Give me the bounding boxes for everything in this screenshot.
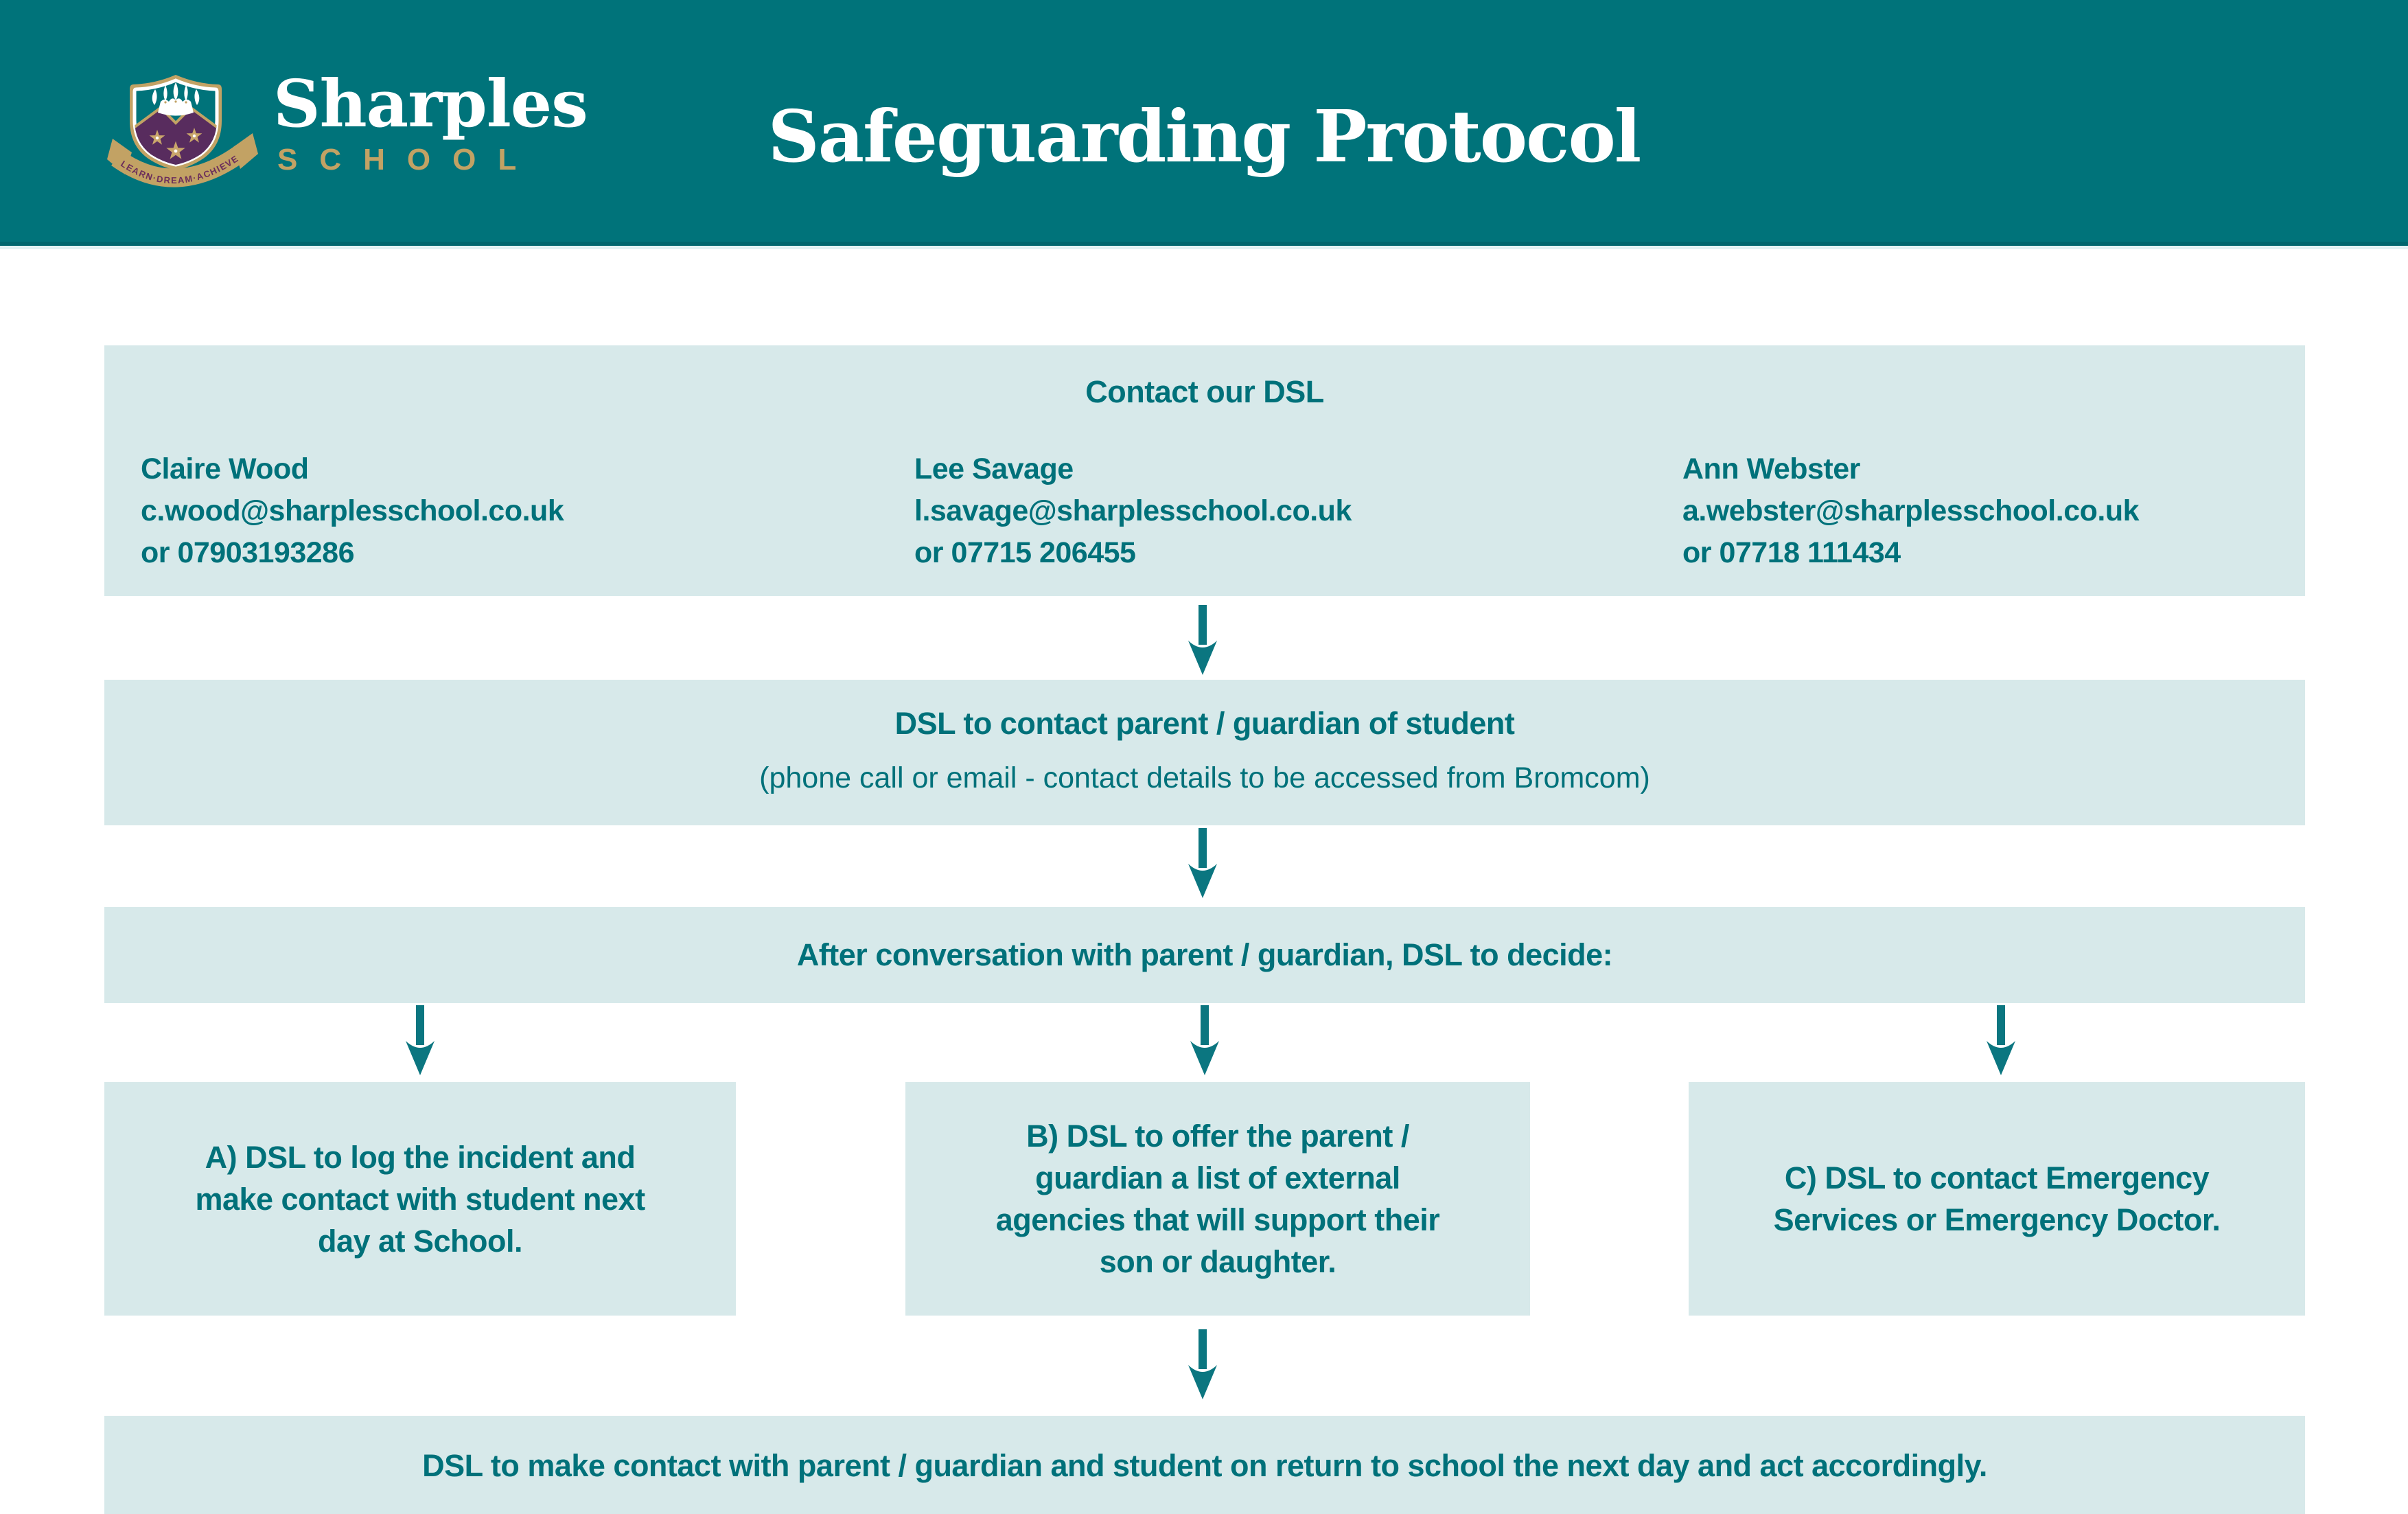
- down-arrow-icon: [1987, 1005, 2015, 1075]
- down-arrow-icon: [406, 1005, 435, 1075]
- star-icon: [186, 128, 202, 143]
- option-a-box: A) DSL to log the incident and make cont…: [104, 1082, 736, 1316]
- contact-email: a.webster@sharplesschool.co.uk: [1682, 494, 2140, 527]
- contact-parent-title: DSL to contact parent / guardian of stud…: [894, 706, 1515, 741]
- star-icon: [166, 141, 185, 159]
- school-name: Sharples: [273, 66, 588, 142]
- final-step-box: DSL to make contact with parent / guardi…: [104, 1416, 2305, 1514]
- contact-email: l.savage@sharplesschool.co.uk: [914, 494, 1352, 527]
- down-arrow-icon: [1188, 1329, 1217, 1399]
- option-c-text: C) DSL to contact Emergency Services or …: [1773, 1160, 2221, 1237]
- contact-card: Lee Savage l.savage@sharplesschool.co.uk…: [914, 448, 1601, 574]
- page-title: Safeguarding Protocol: [767, 94, 1642, 179]
- contact-phone: or 07715 206455: [914, 536, 1136, 569]
- contact-parent-box: DSL to contact parent / guardian of stud…: [104, 680, 2305, 825]
- down-arrow-icon: [1188, 828, 1217, 898]
- school-name-subtitle: SCHOOL: [277, 142, 539, 176]
- contact-phone: or 07903193286: [141, 536, 355, 569]
- contact-dsl-heading: Contact our DSL: [1085, 374, 1324, 409]
- option-c-box: C) DSL to contact Emergency Services or …: [1689, 1082, 2305, 1316]
- contact-parent-subtitle: (phone call or email - contact details t…: [759, 761, 1650, 794]
- down-arrow-icon: [1188, 605, 1217, 675]
- contact-card: Ann Webster a.webster@sharplesschool.co.…: [1682, 448, 2369, 574]
- final-step-text: DSL to make contact with parent / guardi…: [422, 1448, 1987, 1483]
- option-b-box: B) DSL to offer the parent / guardian a …: [905, 1082, 1530, 1316]
- contact-name: Claire Wood: [141, 452, 309, 485]
- dsl-decide-text: After conversation with parent / guardia…: [796, 937, 1613, 972]
- contact-email: c.wood@sharplesschool.co.uk: [141, 494, 564, 527]
- ribbon-band: [111, 145, 247, 187]
- contact-name: Lee Savage: [914, 452, 1074, 485]
- contact-phone: or 07718 111434: [1682, 536, 1901, 569]
- option-b-text: B) DSL to offer the parent / guardian a …: [995, 1119, 1440, 1279]
- school-wordmark: Sharples SCHOOL: [273, 66, 588, 176]
- star-icon: [149, 130, 165, 145]
- contact-dsl-box: Contact our DSL Claire Wood c.wood@sharp…: [104, 345, 2305, 596]
- dsl-decide-box: After conversation with parent / guardia…: [104, 907, 2305, 1003]
- school-crest-icon: LEARN·DREAM·ACHIEVE: [107, 75, 258, 187]
- header-banner: LEARN·DREAM·ACHIEVE Sharples SCHOOL Safe…: [0, 0, 2408, 242]
- header-accent-dark: [0, 242, 2408, 246]
- header-accent-light: [0, 246, 2408, 249]
- down-arrow-icon: [1190, 1005, 1219, 1075]
- contact-name: Ann Webster: [1682, 452, 1860, 485]
- crown-icon: [152, 82, 200, 116]
- option-a-text: A) DSL to log the incident and make cont…: [195, 1139, 645, 1259]
- contact-card: Claire Wood c.wood@sharplesschool.co.uk …: [141, 448, 827, 574]
